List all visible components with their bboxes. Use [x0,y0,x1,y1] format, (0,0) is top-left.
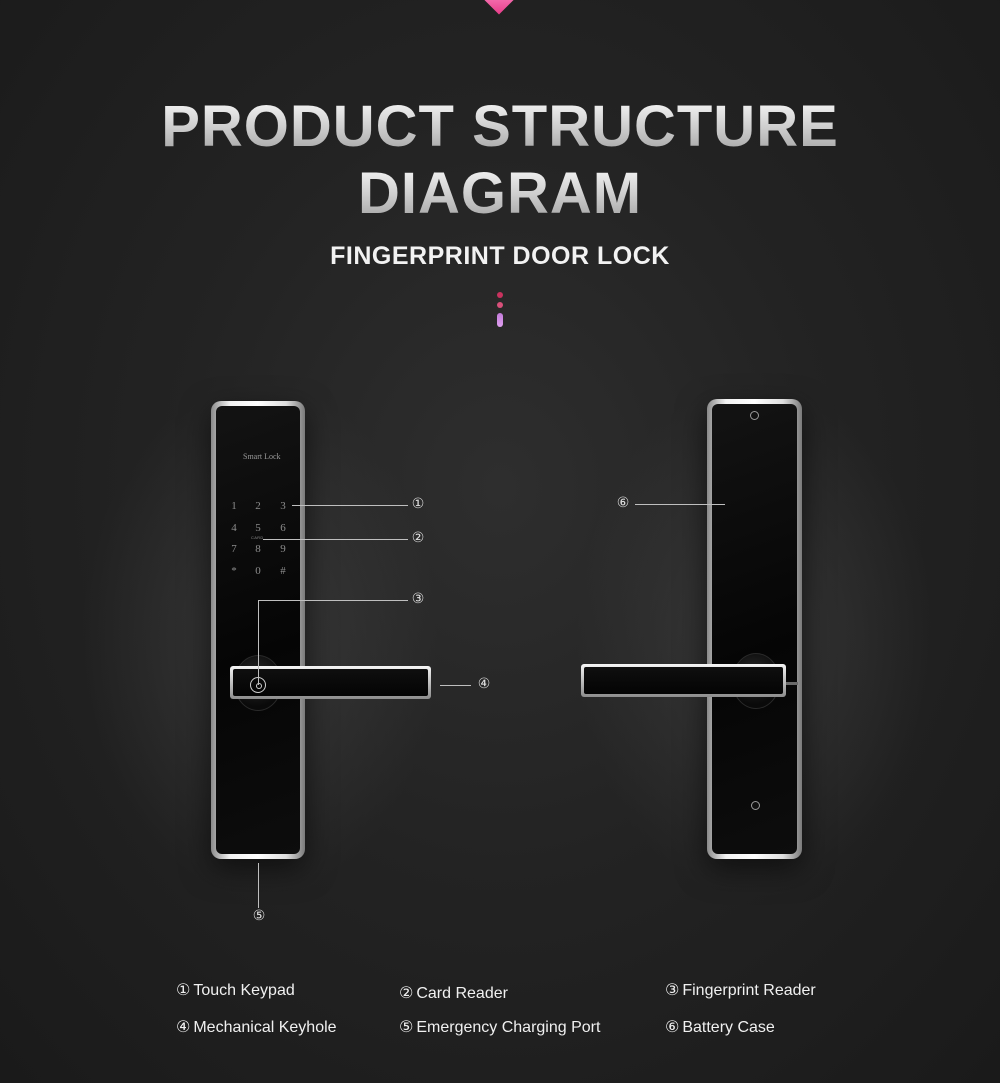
leader-line-2 [263,539,408,540]
callout-4: ④ [477,676,491,692]
legend-number: ⑥ [665,1017,680,1036]
keypad-key-7: 7 [231,543,237,555]
keypad-key-4: 4 [231,522,237,534]
keypad-key-2: 2 [255,500,261,512]
page-subtitle: FINGERPRINT DOOR LOCK [330,242,670,270]
callout-1: ① [411,496,425,512]
back-top-screw-hole [750,411,759,420]
dot-red [497,292,503,298]
legend-label: Card Reader [416,985,508,1002]
legend-number: ④ [176,1017,191,1036]
back-handle [581,664,786,697]
keypad-key-star: * [231,565,237,577]
leader-line-4 [440,685,471,686]
keypad-key-1: 1 [231,500,237,512]
keypad-key-6: 6 [280,522,286,534]
callout-3: ③ [411,591,425,607]
back-lock-body [707,399,802,859]
keypad-key-5: 5 [255,522,261,534]
back-handle-inner [584,667,783,694]
legend-number: ⑤ [399,1017,414,1036]
lock-brand-text: Smart Lock [243,452,281,461]
page-title-line1: PRODUCT STRUCTURE [0,93,1000,160]
keypad-key-hash: # [280,565,286,577]
back-lock-panel [712,404,797,854]
legend-number: ③ [665,980,680,999]
back-spindle-stub [786,682,798,685]
legend-number: ② [399,983,414,1002]
keypad-key-9: 9 [280,543,286,555]
dot-purple [497,313,503,327]
leader-line-3a [258,600,408,601]
legend-label: Fingerprint Reader [682,982,816,999]
legend-number: ① [176,980,191,999]
dot-pink [497,302,503,308]
legend-label: Battery Case [682,1019,775,1036]
card-reader-label: CARD [251,535,264,540]
callout-6: ⑥ [616,495,630,511]
top-diamond-marker [483,0,515,15]
legend-label: Touch Keypad [193,982,295,999]
legend-label: Mechanical Keyhole [193,1019,337,1036]
keypad-key-0: 0 [255,565,261,577]
front-lock-body [211,401,305,859]
keypad-key-3: 3 [280,500,286,512]
back-bottom-screw-hole [751,801,760,810]
leader-line-1 [292,505,408,506]
callout-5: ⑤ [252,908,266,924]
leader-line-6 [635,504,725,505]
callout-2: ② [411,530,425,546]
decorative-dots [495,292,505,332]
leader-line-5 [258,863,259,908]
page-title-line2: DIAGRAM [0,160,1000,227]
leader-line-3b [258,600,259,685]
legend-label: Emergency Charging Port [416,1019,601,1036]
keypad-key-8: 8 [255,543,261,555]
